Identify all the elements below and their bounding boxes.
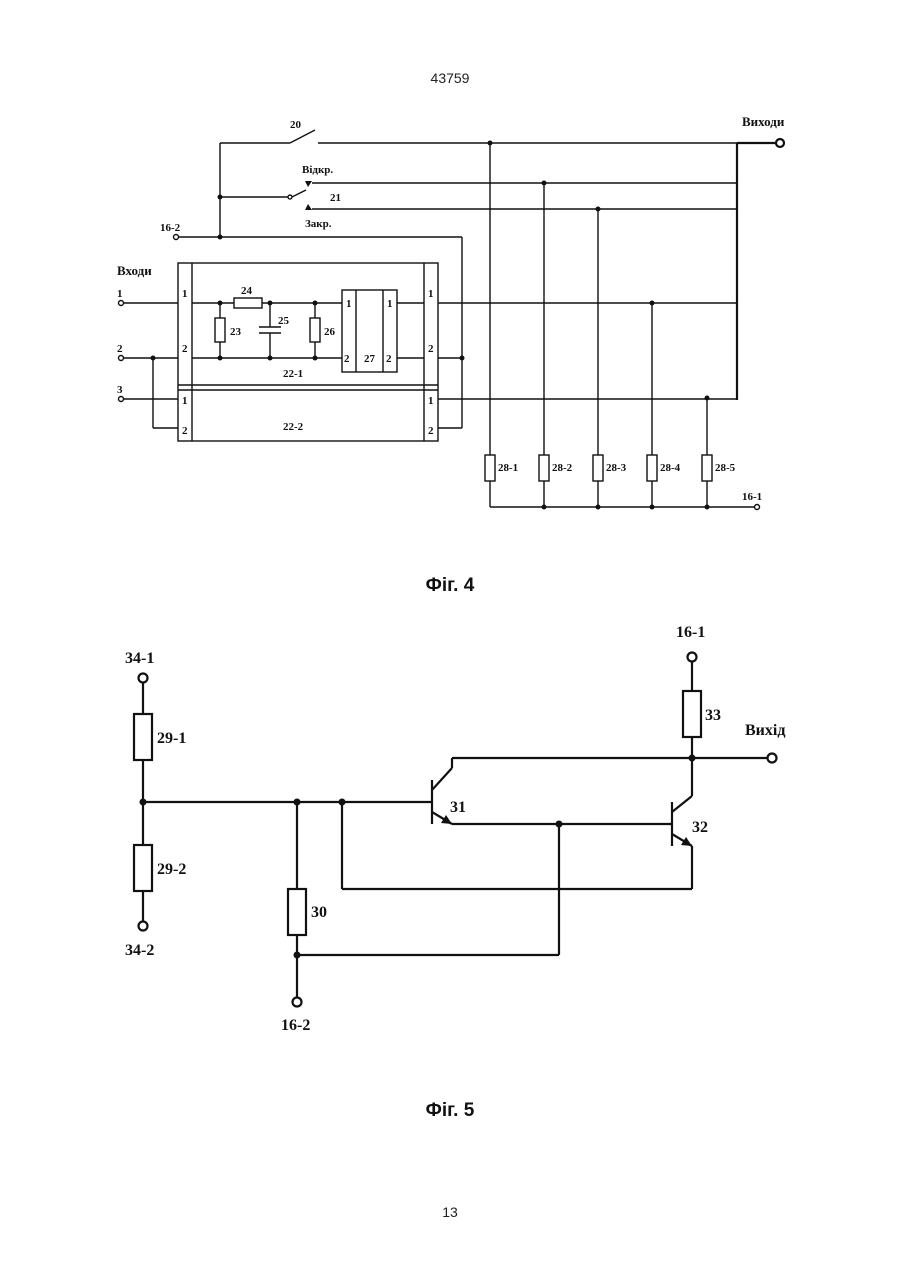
resistor-28-5-label: 28-5 [715,462,736,474]
pin-1-label: 1 [182,288,188,300]
pin-2-label: 2 [182,343,188,355]
block-22-1-label: 22-1 [283,368,303,380]
resistor-30-label: 30 [311,904,327,921]
closed-label: Закр. [305,218,332,230]
resistor-28-3 [593,455,603,481]
block-22-2-label: 22-2 [283,421,304,433]
open-label: Відкр. [302,164,333,176]
terminal-34-2-label: 34-2 [125,942,154,959]
resistor-33 [683,691,701,737]
block-27-pin-label: 2 [386,353,392,365]
outputs-label: Виходи [742,114,785,129]
resistor-28-2 [539,455,549,481]
capacitor-25-label: 25 [278,315,290,327]
switch-20: 20 [220,119,737,143]
pin-1-label: 1 [428,288,434,300]
switch-20-label: 20 [290,119,302,131]
terminal-16-1-label: 16-1 [742,491,762,503]
figure-4-caption: Фіг. 4 [350,575,550,597]
resistor-24 [234,298,262,308]
pin-1-label: 1 [182,395,188,407]
switch-21-label: 21 [330,192,341,204]
block-22-1-circuit: 24 23 25 26 1 2 1 [192,285,424,433]
resistor-28-1 [485,455,495,481]
inputs-label: Входи [117,263,152,278]
resistor-28-1-label: 28-1 [498,462,518,474]
resistor-23 [215,318,225,342]
block-22 [178,263,438,441]
resistor-28-4-label: 28-4 [660,462,681,474]
resistor-29-1 [134,714,152,760]
resistor-24-label: 24 [241,285,253,297]
output-bus: Виходи [737,114,785,400]
resistor-26 [310,318,320,342]
output-label: Вихід [745,722,785,739]
input-3-label: 3 [117,384,123,396]
resistor-26-label: 26 [324,326,336,338]
switch-21: Відкр. 21 Закр. [220,164,737,230]
resistor-23-label: 23 [230,326,242,338]
resistor-30 [288,889,306,935]
figure-5-diagram: 34-1 29-1 29-2 34-2 30 16-2 [125,624,785,1034]
resistor-29-2 [134,845,152,891]
block-outputs [438,303,737,428]
resistor-28-2-label: 28-2 [552,462,573,474]
transistor-32: 32 [672,758,708,846]
terminal-34-1-label: 34-1 [125,650,154,667]
page-number: 13 [390,1204,510,1220]
terminal-16-2-label: 16-2 [281,1017,310,1034]
resistor-28-4 [647,455,657,481]
transistor-32-label: 32 [692,819,708,836]
pin-2-label: 2 [428,425,434,437]
resistor-33-label: 33 [705,707,721,724]
transistor-31-label: 31 [450,799,466,816]
block-27-pin-label: 2 [344,353,350,365]
resistor-29-2-label: 29-2 [157,861,186,878]
figure-5-caption: Фіг. 5 [350,1100,550,1122]
block-27-label: 27 [364,353,376,365]
transistor-31: 31 [432,758,466,824]
block-27-pin-label: 1 [387,298,393,310]
block-27-pin-label: 1 [346,298,352,310]
resistor-28-3-label: 28-3 [606,462,627,474]
terminal-16-2-label: 16-2 [160,222,181,234]
pin-2-label: 2 [428,343,434,355]
resistor-28-5 [702,455,712,481]
input-1-label: 1 [117,288,123,300]
resistor-29-1-label: 29-1 [157,730,186,747]
pin-1-label: 1 [428,395,434,407]
terminal-16-1-label: 16-1 [676,624,705,641]
pin-2-label: 2 [182,425,188,437]
input-2-label: 2 [117,343,123,355]
resistor-bank-28: 28-1 28-2 28-3 28-4 28-5 16-1 [485,455,762,510]
input-terminals: 1 2 3 [117,288,178,428]
